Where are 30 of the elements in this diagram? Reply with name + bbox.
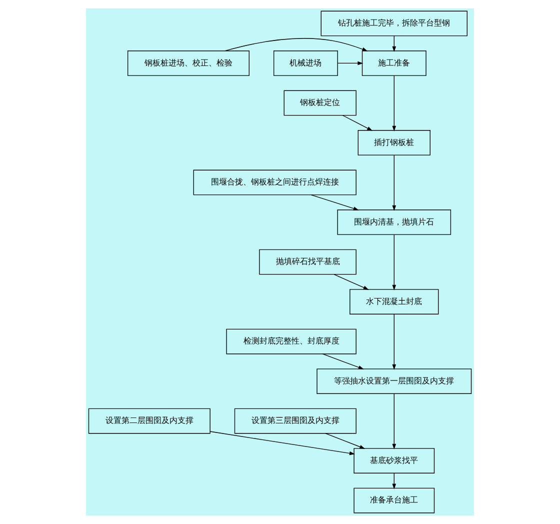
arrow [392, 393, 396, 450]
arrow [392, 36, 396, 52]
node-box: 钻孔桩施工完毕，拆除平台型钢 [320, 10, 468, 36]
arrow [224, 38, 368, 52]
node-box: 等强抽水设置第一层围囹及内支撑 [316, 368, 472, 394]
node-box: 基底砂浆找平 [354, 448, 435, 474]
node-box: 检测封底完整性、封底厚度 [226, 328, 356, 354]
node-box: 插打钢板桩 [358, 130, 430, 156]
node-box: 抛填碎石找平基底 [259, 249, 356, 275]
node-box: 围堰合拢、钢板桩之间进行点焊连接 [193, 170, 356, 196]
arrow [392, 75, 396, 132]
arrow [310, 194, 359, 210]
arrow [392, 154, 396, 211]
arrow [210, 431, 355, 456]
node-box: 设置第三层围囹及内支撑 [234, 408, 356, 434]
arrow [342, 115, 373, 131]
node-box: 围堰内清基，抛填片石 [337, 210, 452, 235]
arrow [334, 274, 369, 290]
node-box: 设置第二层围囹及内支撑 [88, 408, 210, 434]
node-box: 钢板桩进场、校正、检验 [127, 50, 250, 76]
node-box: 水下混凝土封底 [350, 289, 439, 314]
node-box: 准备承台施工 [354, 488, 435, 514]
arrow [337, 61, 364, 66]
arrow [392, 314, 396, 370]
arrow [392, 472, 396, 490]
node-box: 机械进场 [273, 50, 338, 76]
node-box: 钢板桩定位 [284, 90, 356, 116]
node-box: 施工准备 [362, 50, 426, 76]
arrow [392, 234, 396, 290]
arrow [325, 433, 366, 449]
